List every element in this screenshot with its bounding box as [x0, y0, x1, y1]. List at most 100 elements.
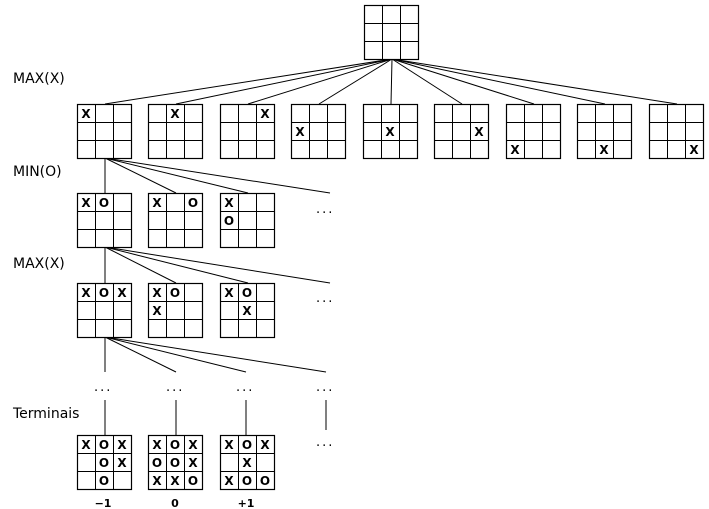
x-mark: X	[81, 107, 91, 121]
max-level-board-1: X	[76, 103, 133, 160]
board-frame	[219, 434, 276, 491]
o-mark: O	[224, 214, 234, 228]
x-mark: X	[295, 125, 305, 139]
ellipsis-branch-4: ...	[316, 380, 334, 395]
o-mark: O	[99, 438, 109, 452]
ellipsis-branch-3: ...	[236, 380, 254, 395]
board-frame	[576, 103, 633, 160]
x-mark: X	[152, 438, 162, 452]
x-mark: X	[260, 107, 270, 121]
x-mark: X	[474, 125, 484, 139]
level-label-max-2: MAX(X)	[13, 256, 65, 272]
board-frame	[219, 103, 276, 160]
x-mark: X	[81, 438, 91, 452]
o-mark: O	[242, 286, 252, 300]
board-frame	[219, 282, 276, 339]
x-mark: X	[260, 438, 270, 452]
level-label-min-1: MIN(O)	[13, 164, 62, 180]
edge-root-to-move-2	[175, 58, 393, 105]
x-mark: X	[188, 438, 198, 452]
x-mark: X	[689, 143, 699, 157]
o-mark: O	[99, 456, 109, 470]
board-frame	[648, 103, 705, 160]
edge-root-to-move-8	[391, 58, 606, 105]
edge-root-to-move-3	[247, 58, 393, 105]
edge-root-to-move-5	[390, 58, 393, 105]
board-frame	[363, 4, 420, 61]
x-mark: X	[224, 196, 234, 210]
x-mark: X	[81, 196, 91, 210]
edge-root-to-move-6	[391, 58, 463, 105]
o-mark: O	[99, 196, 109, 210]
edge-root-to-move-9	[391, 58, 678, 105]
ellipsis-terminals: ...	[316, 435, 334, 450]
utility-value-2: 0	[171, 497, 179, 509]
board-frame	[76, 103, 133, 160]
max-level-board-5: X	[362, 103, 419, 160]
max-level-board-6: X	[433, 103, 490, 160]
o-mark: O	[99, 286, 109, 300]
board-frame	[433, 103, 490, 160]
x-mark: X	[152, 304, 162, 318]
x-mark: X	[152, 474, 162, 488]
board-frame	[505, 103, 562, 160]
x-mark: X	[170, 474, 180, 488]
edge-max-branch-more	[104, 246, 331, 284]
board-frame	[147, 103, 204, 160]
board-frame	[147, 192, 204, 249]
o-mark: O	[170, 286, 180, 300]
board-frame	[76, 282, 133, 339]
level-label-terminals: Terminais	[12, 406, 79, 422]
x-mark: X	[152, 196, 162, 210]
x-mark: X	[170, 107, 180, 121]
edge-max-branch-2	[104, 246, 177, 284]
o-mark: O	[242, 474, 252, 488]
x-mark: X	[224, 286, 234, 300]
edge-deep-branch-2	[104, 336, 177, 373]
x-mark: X	[242, 456, 252, 470]
x-mark: X	[152, 286, 162, 300]
x-mark: X	[224, 438, 234, 452]
max-level-board-9: X	[648, 103, 705, 160]
edge-min-branch-3	[104, 157, 249, 194]
o-mark: O	[152, 456, 162, 470]
x-mark: X	[188, 456, 198, 470]
o-mark: O	[170, 438, 180, 452]
x-mark: X	[385, 125, 395, 139]
utility-value-3: +1	[238, 497, 255, 509]
o-mark: O	[99, 474, 109, 488]
edge-root-to-move-1	[104, 58, 393, 105]
board-frame	[219, 192, 276, 249]
x-mark: X	[599, 143, 609, 157]
max-level-board-7: X	[505, 103, 562, 160]
edge-root-to-move-4	[318, 58, 393, 105]
o-mark: O	[188, 196, 198, 210]
x-mark: X	[510, 143, 520, 157]
tree-edges	[104, 58, 678, 435]
board-frame	[76, 434, 133, 491]
ellipsis-min-level: ...	[316, 202, 334, 217]
o-mark: O	[188, 474, 198, 488]
edge-deep-branch-4	[104, 336, 327, 373]
max-level-board-3: X	[219, 103, 276, 160]
max-level-board-4: X	[290, 103, 347, 160]
ellipsis-branch-2: ...	[166, 380, 184, 395]
x-mark: X	[117, 286, 127, 300]
min-level-board-3: XO	[219, 192, 276, 249]
max-level-board-8: X	[576, 103, 633, 160]
o-mark: O	[170, 456, 180, 470]
x-mark: X	[242, 304, 252, 318]
max-level-board-2: X	[147, 103, 204, 160]
root-board	[363, 4, 420, 61]
edge-min-branch-more	[104, 157, 331, 194]
board-frame	[147, 434, 204, 491]
edge-min-branch-2	[104, 157, 177, 194]
ellipsis-max-level: ...	[316, 291, 334, 306]
o-mark: O	[260, 474, 270, 488]
